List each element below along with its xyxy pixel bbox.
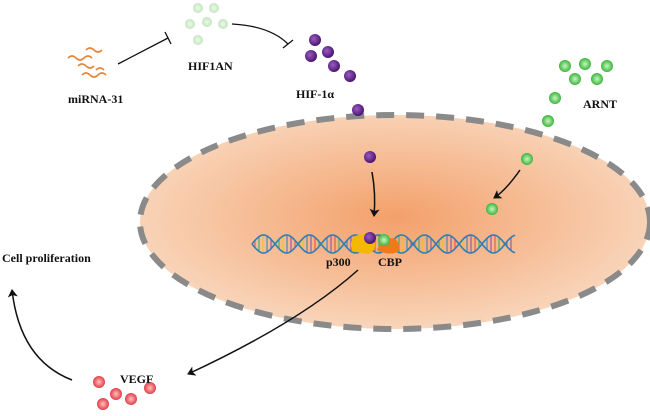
molecule-dot-icon	[328, 60, 340, 72]
molecule-dot-icon	[110, 388, 122, 400]
mirna-31-label: miRNA-31	[68, 92, 123, 106]
hif1a-label: HIF-1α	[296, 87, 334, 101]
molecule-dot-icon	[185, 19, 195, 29]
cbp-label: CBP	[378, 255, 402, 269]
molecule-dot-icon	[305, 50, 317, 62]
molecule-dot-icon	[202, 17, 212, 27]
molecule-dot-icon	[364, 151, 376, 163]
p300-label: p300	[326, 255, 351, 269]
mirna-31-icon	[67, 47, 107, 78]
nucleus	[140, 115, 650, 329]
arnt-molecules	[542, 58, 613, 127]
transcription-complex	[350, 232, 400, 254]
molecule-dot-icon	[549, 92, 561, 104]
molecule-dot-icon	[309, 34, 321, 46]
cell-proliferation-label: Cell proliferation	[2, 251, 91, 265]
activation-arrow-icon	[369, 171, 380, 217]
vegf-molecules	[93, 376, 156, 410]
inhibition-arrow-icon	[231, 23, 294, 49]
molecule-dot-icon	[378, 234, 390, 246]
molecule-dot-icon	[521, 153, 533, 165]
molecule-dot-icon	[209, 3, 219, 13]
molecule-dot-icon	[193, 3, 203, 13]
molecule-dot-icon	[579, 58, 591, 70]
molecule-dot-icon	[218, 19, 228, 29]
molecule-dot-icon	[601, 60, 613, 72]
vegf-label: VEGF	[120, 372, 153, 386]
molecule-dot-icon	[486, 203, 498, 215]
molecule-dot-icon	[591, 73, 603, 85]
activation-arrow-icon	[187, 269, 359, 376]
arnt-label: ARNT	[583, 97, 617, 111]
hif1a-molecules	[305, 34, 364, 116]
molecule-dot-icon	[193, 35, 203, 45]
molecule-dot-icon	[352, 104, 364, 116]
molecule-dot-icon	[344, 70, 356, 82]
molecule-dot-icon	[569, 73, 581, 85]
molecule-dot-icon	[125, 393, 137, 405]
molecule-dot-icon	[322, 46, 334, 58]
molecule-dot-icon	[97, 398, 109, 410]
activation-arrow-icon	[7, 289, 73, 381]
molecule-dot-icon	[559, 60, 571, 72]
hif1an-label: HIF1AN	[188, 59, 233, 73]
molecule-dot-icon	[542, 115, 554, 127]
activation-arrow-icon	[493, 169, 521, 199]
hif1an-molecules	[185, 3, 228, 45]
molecule-dot-icon	[93, 376, 105, 388]
molecule-dot-icon	[364, 232, 376, 244]
molecule-dot-icon	[144, 382, 156, 394]
cbp-protein	[377, 238, 400, 254]
inhibition-arrow-icon	[117, 31, 172, 65]
